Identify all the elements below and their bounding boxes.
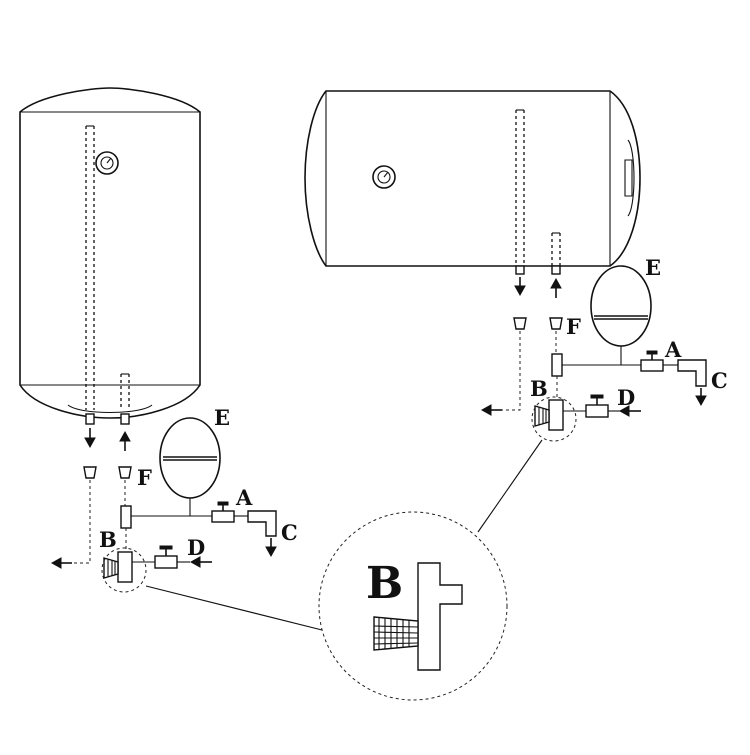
vertical-hot-nipple	[85, 413, 95, 425]
horizontal-inlet-arrow-d	[618, 405, 641, 417]
vertical-tee-fitting	[120, 505, 132, 529]
horizontal-hot-outlet-dip-tube	[515, 109, 525, 266]
horizontal-tank-body	[304, 90, 641, 267]
horizontal-thermometer-icon	[372, 165, 396, 189]
horizontal-expansion-vessel	[590, 265, 652, 365]
detail-view-b: B	[145, 439, 543, 701]
horizontal-hot-union	[513, 317, 527, 330]
vertical-tank-body	[19, 87, 201, 419]
vertical-cold-union	[118, 466, 132, 479]
horizontal-water-heater: E F A C B D	[304, 90, 728, 442]
vertical-label-c: C	[281, 520, 298, 545]
vertical-label-d: D	[187, 535, 205, 560]
horizontal-b-highlight-circle	[531, 396, 577, 442]
horizontal-stop-valve-a	[640, 350, 664, 372]
horizontal-label-e: E	[645, 255, 661, 280]
vertical-hot-union	[83, 466, 97, 479]
vertical-cold-flow-up-arrow	[119, 430, 131, 451]
vertical-b-highlight-circle	[101, 547, 147, 593]
horizontal-hot-nipple	[515, 265, 525, 275]
vertical-water-heater: E F A C B D	[19, 87, 298, 593]
vertical-label-e: E	[214, 405, 230, 430]
vertical-hot-outlet-dip-tube	[85, 125, 95, 410]
detail-leader-line-right	[477, 439, 543, 533]
vertical-hot-flow-down-arrow	[84, 428, 96, 449]
detail-magnifier-circle	[318, 511, 508, 701]
horizontal-label-b: B	[530, 376, 548, 401]
horizontal-label-d: D	[617, 385, 635, 410]
detail-label-b: B	[366, 558, 403, 609]
vertical-label-b: B	[99, 527, 117, 552]
horizontal-hot-flow-down-arrow	[514, 277, 526, 297]
vertical-inlet-arrow-d	[189, 556, 212, 568]
detail-leader-line-left	[145, 585, 323, 631]
vertical-expansion-vessel	[159, 417, 221, 516]
vertical-thermometer-icon	[95, 151, 119, 175]
horizontal-valve-d	[563, 394, 620, 418]
vertical-hot-outlet-pipe	[50, 480, 91, 569]
horizontal-tee-fitting	[551, 353, 563, 377]
vertical-safety-valve-b	[103, 551, 133, 583]
horizontal-safety-valve-b	[534, 399, 564, 431]
vertical-label-a: A	[235, 485, 253, 510]
horizontal-label-c: C	[711, 368, 728, 393]
detail-safety-valve-enlarged	[373, 562, 463, 671]
horizontal-cold-union	[549, 317, 563, 330]
horizontal-label-f: F	[566, 314, 581, 339]
vertical-valve-d	[132, 545, 190, 569]
horizontal-cold-inlet-dip-tube	[551, 232, 561, 266]
vertical-cold-nipple	[120, 413, 130, 425]
vertical-cold-inlet-dip-tube	[120, 373, 130, 410]
horizontal-cold-flow-up-arrow	[550, 277, 562, 298]
vertical-stop-valve-a	[211, 501, 235, 523]
vertical-label-f: F	[137, 465, 152, 490]
vertical-pipe-to-c	[234, 510, 277, 558]
horizontal-hot-outlet-pipe	[480, 331, 521, 416]
horizontal-label-a: A	[664, 337, 682, 362]
horizontal-pipe-to-c	[663, 359, 707, 407]
horizontal-cold-nipple	[551, 265, 561, 275]
